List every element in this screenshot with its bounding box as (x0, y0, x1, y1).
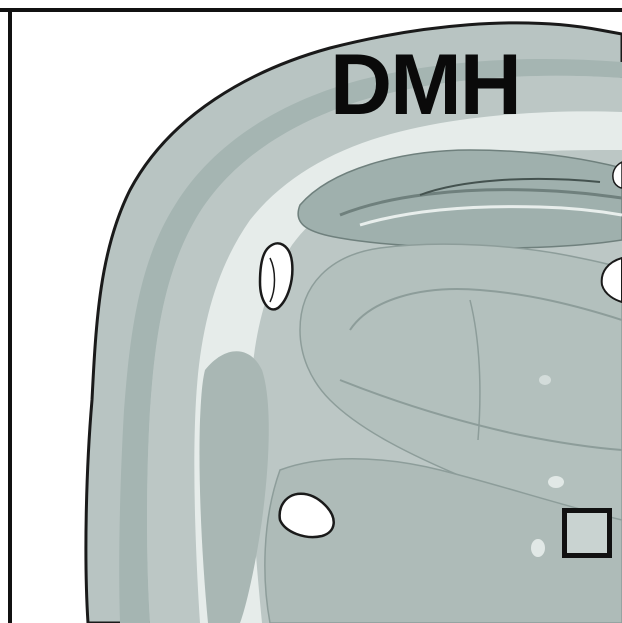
region-label: DMH (330, 42, 520, 128)
tract-spot (548, 476, 564, 488)
tract-spot (531, 539, 545, 557)
tract-spot (539, 375, 551, 385)
frame-border-left (8, 8, 12, 623)
roi-marker-square (562, 508, 612, 558)
frame-border-top (0, 8, 622, 12)
